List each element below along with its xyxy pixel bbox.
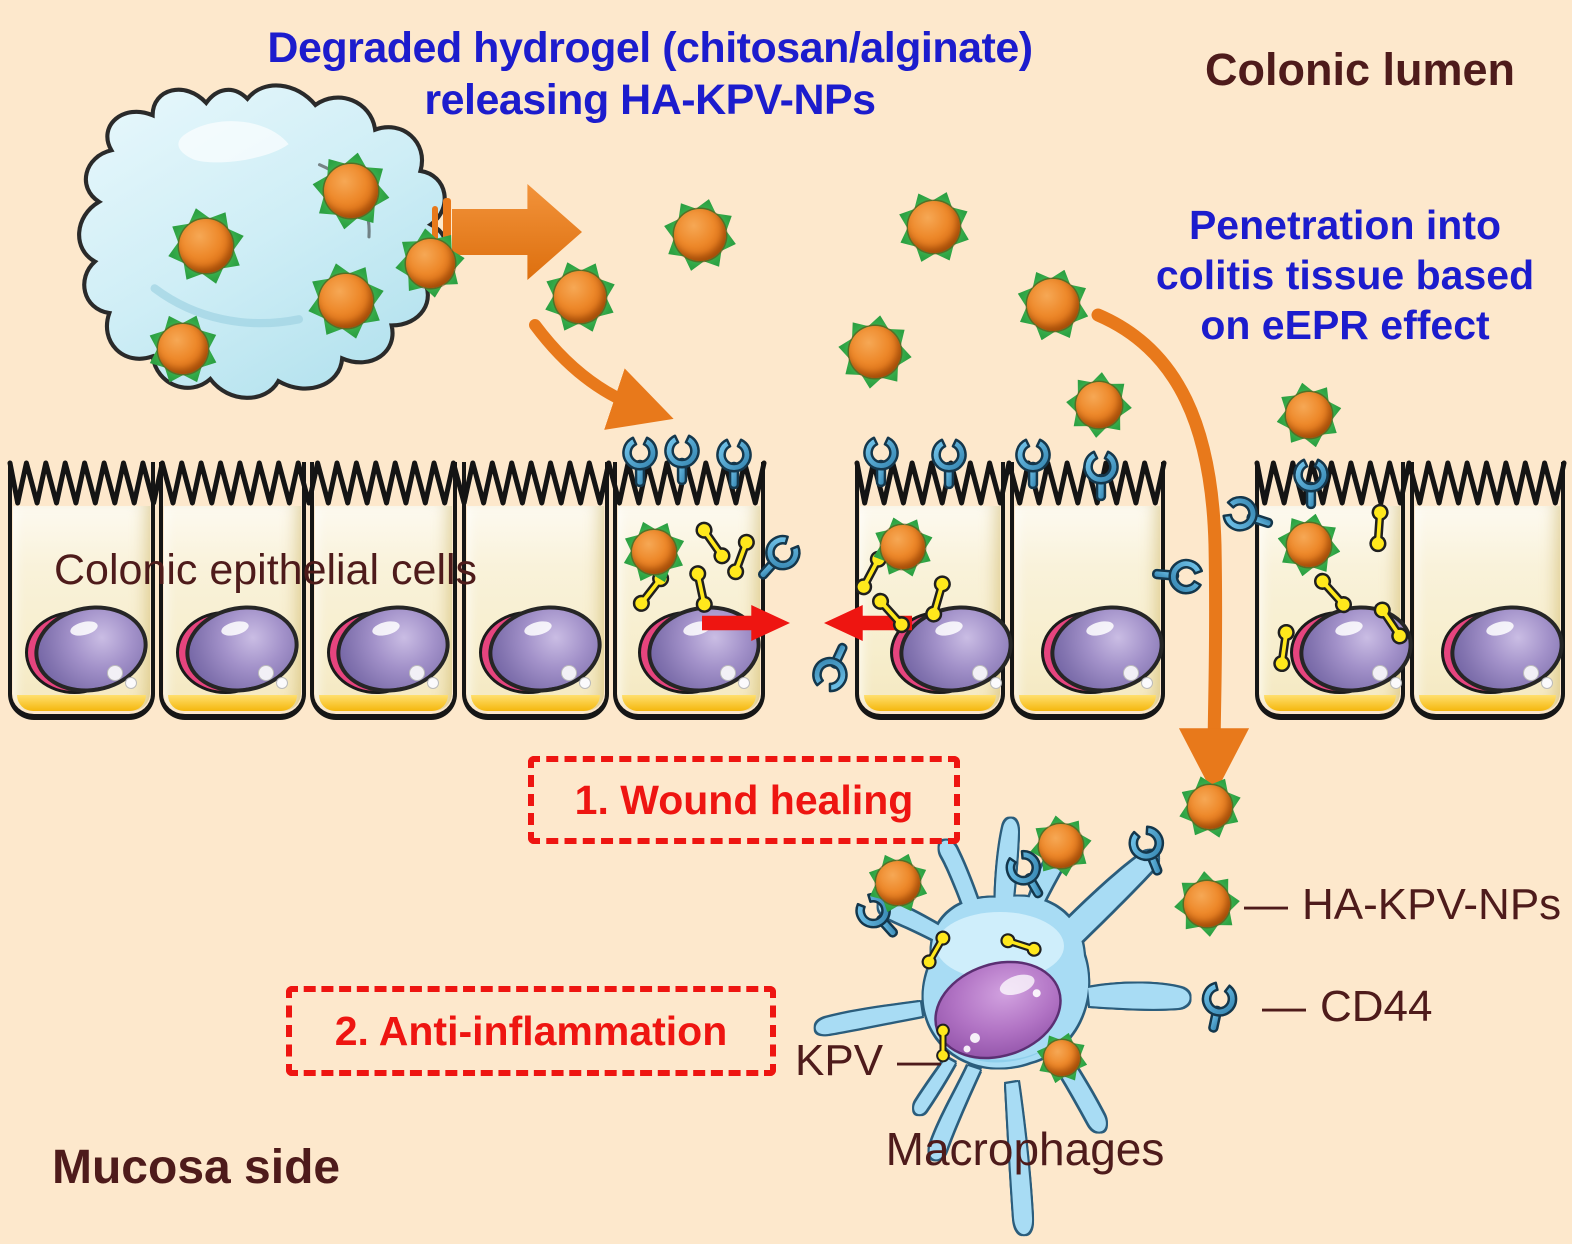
macrophages-label: Macrophages bbox=[885, 1123, 1165, 1175]
title-line1: Degraded hydrogel (chitosan/alginate) bbox=[267, 24, 1033, 72]
ha-kpv-np-icon bbox=[1277, 513, 1341, 577]
cell-nucleus bbox=[25, 596, 155, 702]
cd44-label: CD44 bbox=[1320, 982, 1433, 1031]
ha-kpv-np-icon bbox=[872, 516, 934, 578]
np-release-curved-arrow bbox=[529, 319, 674, 430]
ha-kpv-nps-label: HA-KPV-NPs bbox=[1302, 880, 1562, 929]
ha-kpv-np-icon bbox=[1066, 372, 1132, 438]
cell-nucleus bbox=[890, 596, 1020, 702]
epithelial-cells-label: Colonic epithelial cells bbox=[54, 546, 478, 594]
epithelial-cell bbox=[159, 462, 306, 720]
ha-kpv-np-icon bbox=[1276, 382, 1342, 448]
epithelial-cell bbox=[1410, 462, 1571, 720]
ha-kpv-np-icon bbox=[147, 313, 219, 385]
cell-nucleus bbox=[1041, 596, 1171, 702]
cd44-receptor-icon bbox=[1290, 452, 1332, 512]
kpv-label: KPV bbox=[795, 1036, 884, 1085]
ha-kpv-np-legend-icon bbox=[1174, 871, 1240, 937]
legend-row-kpv: KPV — bbox=[795, 1036, 941, 1086]
cell-nucleus bbox=[1290, 596, 1420, 702]
penetration-line2: colitis tissue based bbox=[1155, 252, 1535, 299]
kpv-peptide-icon bbox=[1364, 502, 1393, 554]
ha-kpv-np-icon bbox=[543, 260, 617, 334]
ha-kpv-np-icon bbox=[1016, 268, 1090, 342]
anti-inflammation-label: 2. Anti-inflammation bbox=[334, 1007, 728, 1054]
ha-kpv-np-icon bbox=[312, 152, 390, 230]
ha-kpv-np-icon bbox=[1178, 775, 1242, 839]
cd44-receptor-icon bbox=[1012, 432, 1054, 492]
cd44-receptor-icon bbox=[713, 432, 755, 492]
legend-row-cd44: — CD44 bbox=[1262, 982, 1433, 1032]
macrophage-cell bbox=[815, 818, 1190, 1235]
cell-nucleus bbox=[327, 596, 457, 702]
cd44-receptor-icon bbox=[1080, 444, 1122, 504]
ha-kpv-np-icon bbox=[663, 198, 737, 272]
mucosa-side-label: Mucosa side bbox=[52, 1141, 341, 1194]
ha-kpv-np-icon bbox=[167, 207, 245, 285]
cell-nucleus bbox=[176, 596, 306, 702]
ha-kpv-np-icon bbox=[1030, 815, 1092, 877]
cell-nucleus bbox=[479, 596, 609, 702]
epithelial-cell bbox=[310, 462, 457, 720]
colonic-lumen-label: Colonic lumen bbox=[1204, 44, 1515, 95]
anti-inflammation-step-box: 2. Anti-inflammation bbox=[286, 986, 776, 1076]
ha-kpv-np-icon bbox=[867, 852, 929, 914]
cd44-receptor-icon bbox=[661, 428, 703, 488]
microvilli-border bbox=[7, 460, 767, 506]
ha-kpv-np-icon bbox=[1036, 1032, 1088, 1084]
legend-row-np: — HA-KPV-NPs bbox=[1244, 880, 1561, 930]
ha-kpv-np-icon bbox=[622, 520, 686, 584]
penetration-annotation: Penetration into colitis tissue based on… bbox=[1120, 200, 1570, 350]
ha-kpv-np-icon bbox=[838, 315, 912, 389]
cd44-receptor-icon bbox=[928, 432, 970, 492]
legend-dash: — bbox=[897, 1036, 942, 1085]
legend-dash: — bbox=[1262, 982, 1306, 1031]
cd44-receptor-icon bbox=[1147, 552, 1210, 599]
ha-kpv-np-icon bbox=[395, 228, 465, 298]
cell-nucleus bbox=[1441, 596, 1571, 702]
title-line2: releasing HA-KPV-NPs bbox=[424, 76, 876, 125]
ha-kpv-np-icon bbox=[307, 262, 385, 340]
wound-healing-step-box: 1. Wound healing bbox=[528, 756, 960, 844]
ha-kpv-np-icon bbox=[897, 190, 971, 264]
cd44-receptor-icon bbox=[860, 430, 902, 490]
legend-dash: — bbox=[1244, 880, 1288, 929]
title-text: Degraded hydrogel (chitosan/alginate) re… bbox=[240, 22, 1060, 127]
epithelial-cell bbox=[8, 462, 155, 720]
penetration-line1: Penetration into bbox=[1188, 202, 1502, 248]
cd44-receptor-icon bbox=[619, 430, 661, 490]
epithelial-cell bbox=[462, 462, 609, 720]
wound-healing-label: 1. Wound healing bbox=[574, 776, 914, 823]
penetration-line3: on eEPR effect bbox=[1200, 302, 1490, 349]
